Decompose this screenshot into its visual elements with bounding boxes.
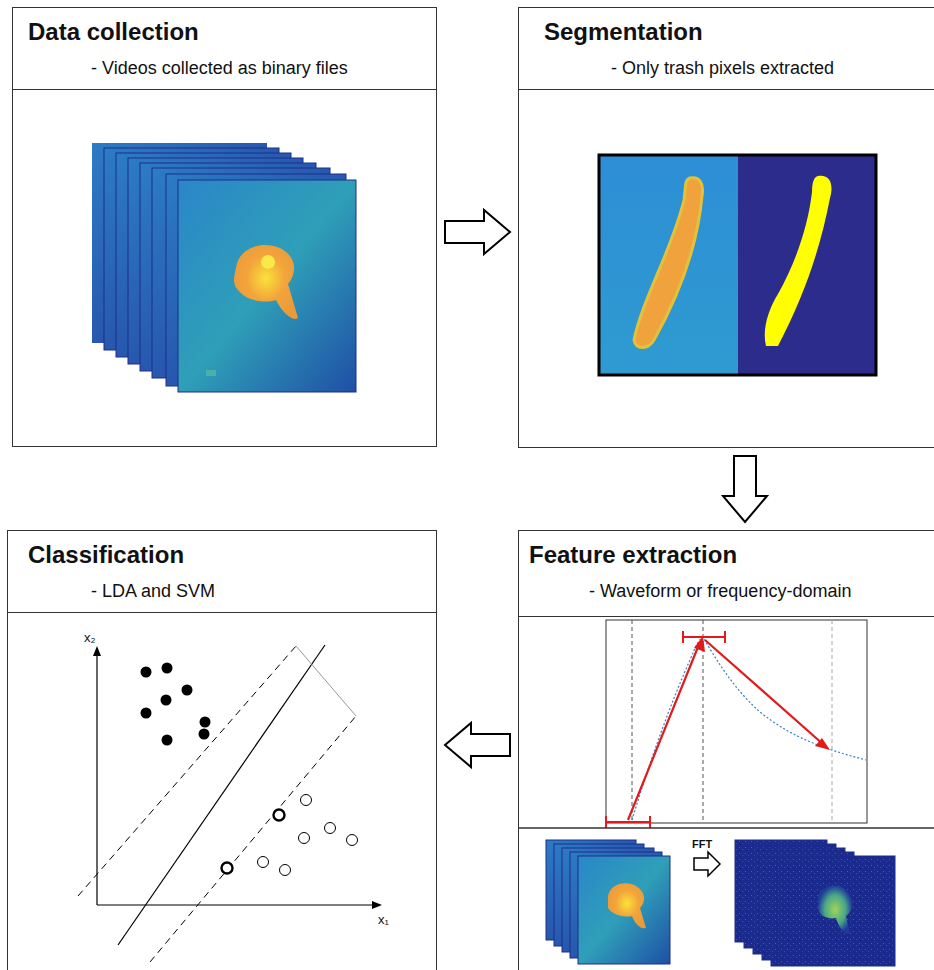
- panel-subtitle: - Videos collected as binary files: [91, 58, 426, 79]
- fft-label: FFT: [692, 838, 712, 850]
- panel-subtitle: - LDA and SVM: [91, 581, 426, 602]
- panel-title: Classification: [28, 541, 426, 569]
- panel-header: Classification - LDA and SVM: [8, 531, 436, 613]
- panel-subtitle: - Waveform or frequency-domain: [589, 581, 925, 602]
- axis-label: x₁: [378, 912, 389, 927]
- classification-panel: Classification - LDA and SVM: [7, 530, 437, 970]
- panel-header: Feature extraction - Waveform or frequenc…: [519, 531, 934, 617]
- panel-title: Data collection: [28, 18, 426, 46]
- waveform-plot: [519, 620, 934, 828]
- feature-extraction-panel: Feature extraction - Waveform or frequenc…: [518, 530, 934, 970]
- panel-subtitle: - Only trash pixels extracted: [611, 58, 925, 79]
- panel-title: Segmentation: [544, 18, 925, 46]
- axis-label: x₂: [84, 630, 96, 645]
- block-arrow: [445, 210, 510, 254]
- segmentation-images: [599, 155, 876, 375]
- svm-plot: [78, 645, 382, 962]
- block-arrow: [723, 456, 767, 522]
- panel-header: Data collection - Videos collected as bin…: [13, 8, 436, 90]
- fft-stacks: [546, 840, 895, 966]
- segmentation-panel: Segmentation - Only trash pixels extracte…: [518, 7, 934, 448]
- data-collection-panel: Data collection - Videos collected as bin…: [12, 7, 437, 447]
- panel-title: Feature extraction: [529, 541, 925, 569]
- panel-header: Segmentation - Only trash pixels extracte…: [519, 8, 934, 90]
- block-arrow: [445, 723, 510, 767]
- thermal-video-stack: [92, 143, 356, 392]
